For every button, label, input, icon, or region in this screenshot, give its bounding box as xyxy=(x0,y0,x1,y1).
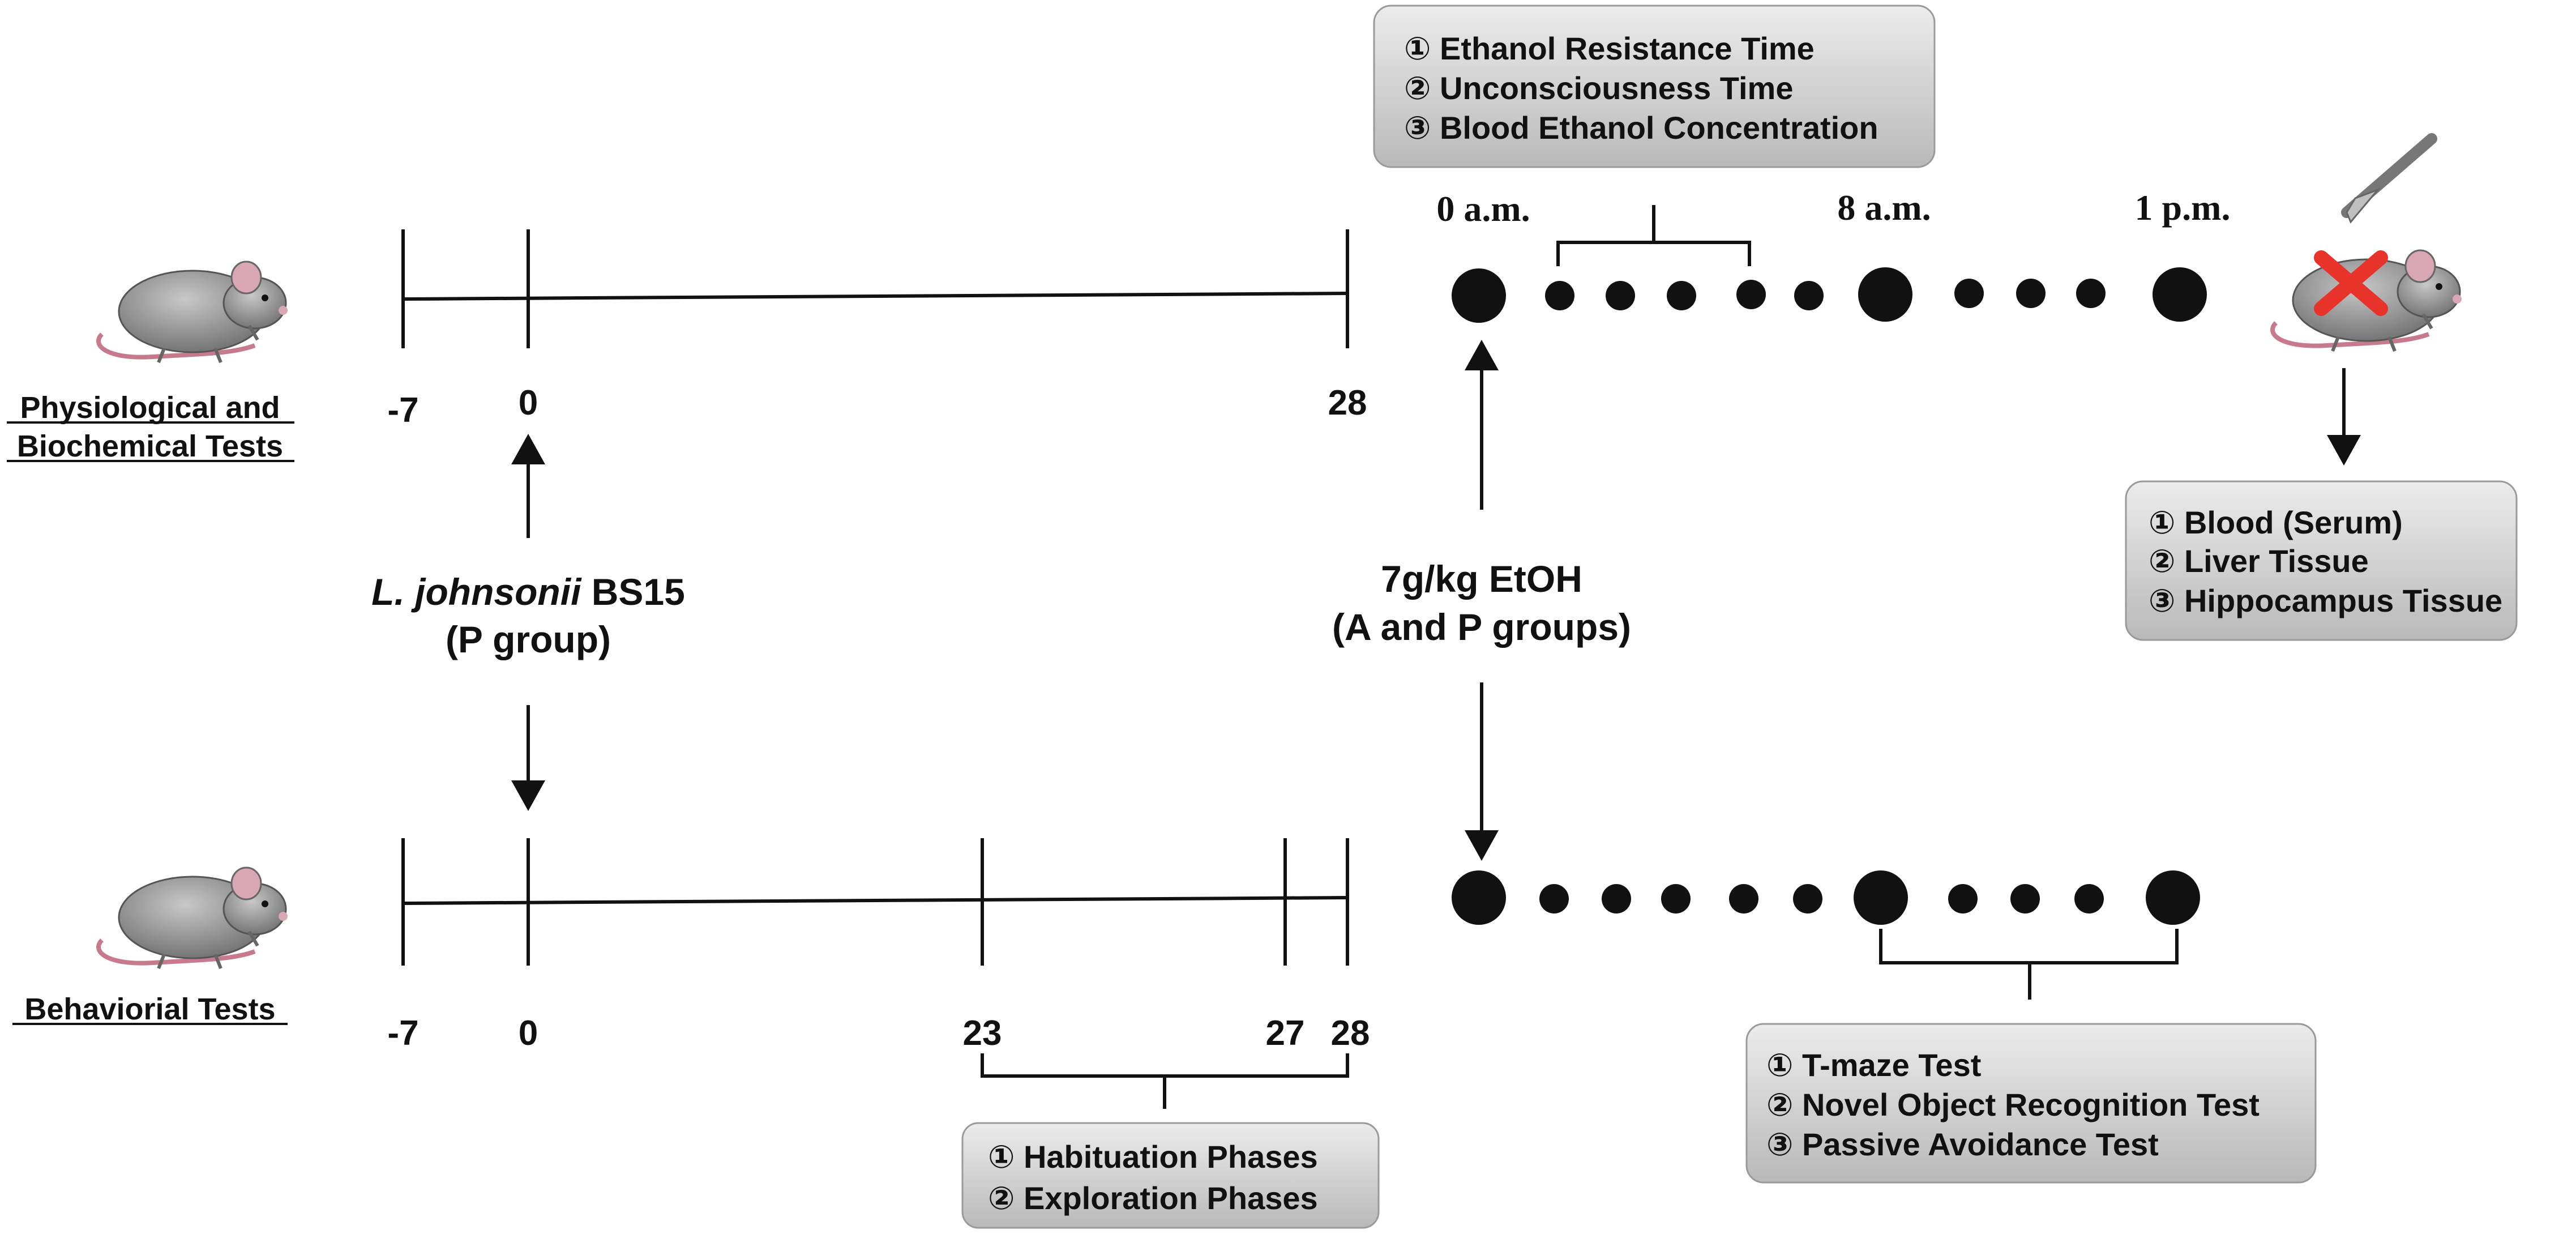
row-label-bottom: Behaviorial Tests xyxy=(24,992,275,1026)
sample-2: ② Liver Tissue xyxy=(2149,543,2369,579)
probiotic-strain: BS15 xyxy=(581,571,684,613)
tick-bottom-23: 23 xyxy=(963,1014,1002,1053)
ethanol-groups: (A and P groups) xyxy=(1332,606,1631,648)
behavior-test-3: ③ Passive Avoidance Test xyxy=(1766,1126,2159,1162)
timeline-bottom: -7 0 23 27 28 xyxy=(387,838,1370,1053)
behavior-test-1: ① T-maze Test xyxy=(1766,1047,1981,1083)
box-phases: ① Habituation Phases ② Exploration Phase… xyxy=(961,1122,1380,1229)
time-0am: 0 a.m. xyxy=(1436,189,1530,229)
mouse-icon-bottom xyxy=(99,868,288,968)
mouse-icon-top xyxy=(99,262,288,362)
bracket-bottom-dots xyxy=(1879,929,2179,1000)
tick-top-minus7: -7 xyxy=(387,391,418,430)
box-samples: ① Blood (Serum) ② Liver Tissue ③ Hippoca… xyxy=(2125,480,2518,641)
tick-bottom-0: 0 xyxy=(519,1014,538,1053)
red-x-icon xyxy=(2314,250,2388,316)
tick-bottom-27: 27 xyxy=(1266,1014,1305,1053)
dot-series-top xyxy=(1452,267,2207,323)
ethanol-dose: 7g/kg EtOH xyxy=(1381,558,1582,600)
ethanol-test-1: ① Ethanol Resistance Time xyxy=(1404,31,1815,66)
ethanol-test-2: ② Unconsciousness Time xyxy=(1404,70,1793,106)
behavior-test-2: ② Novel Object Recognition Test xyxy=(1766,1087,2260,1122)
time-1pm: 1 p.m. xyxy=(2135,187,2231,228)
bracket-phases xyxy=(981,1053,1349,1109)
scalpel-icon xyxy=(2341,133,2437,224)
dot-series-bottom xyxy=(1452,870,2200,925)
box-ethanol-tests: ① Ethanol Resistance Time ② Unconsciousn… xyxy=(1373,5,1936,168)
timeline-top: -7 0 28 xyxy=(387,229,1367,430)
box-behavior-tests: ① T-maze Test ② Novel Object Recognition… xyxy=(1745,1023,2317,1184)
tick-top-0: 0 xyxy=(519,383,538,422)
probiotic-group: (P group) xyxy=(446,618,611,660)
tick-top-28: 28 xyxy=(1328,383,1367,422)
tick-bottom-28: 28 xyxy=(1331,1014,1370,1053)
phase-1: ① Habituation Phases xyxy=(988,1139,1318,1175)
phase-2: ② Exploration Phases xyxy=(988,1180,1318,1216)
tick-bottom-minus7: -7 xyxy=(387,1014,418,1053)
time-8am: 8 a.m. xyxy=(1837,187,1931,228)
ethanol-test-3: ③ Blood Ethanol Concentration xyxy=(1404,110,1878,146)
probiotic-label: L. johnsonii BS15 xyxy=(371,571,685,613)
probiotic-species: L. johnsonii xyxy=(371,571,582,613)
row-label-top-line2: Biochemical Tests xyxy=(17,429,283,463)
sample-3: ③ Hippocampus Tissue xyxy=(2149,583,2502,618)
sample-1: ① Blood (Serum) xyxy=(2149,505,2403,540)
row-label-top-line1: Physiological and xyxy=(20,391,280,425)
bracket-top-dots xyxy=(1556,205,1751,266)
